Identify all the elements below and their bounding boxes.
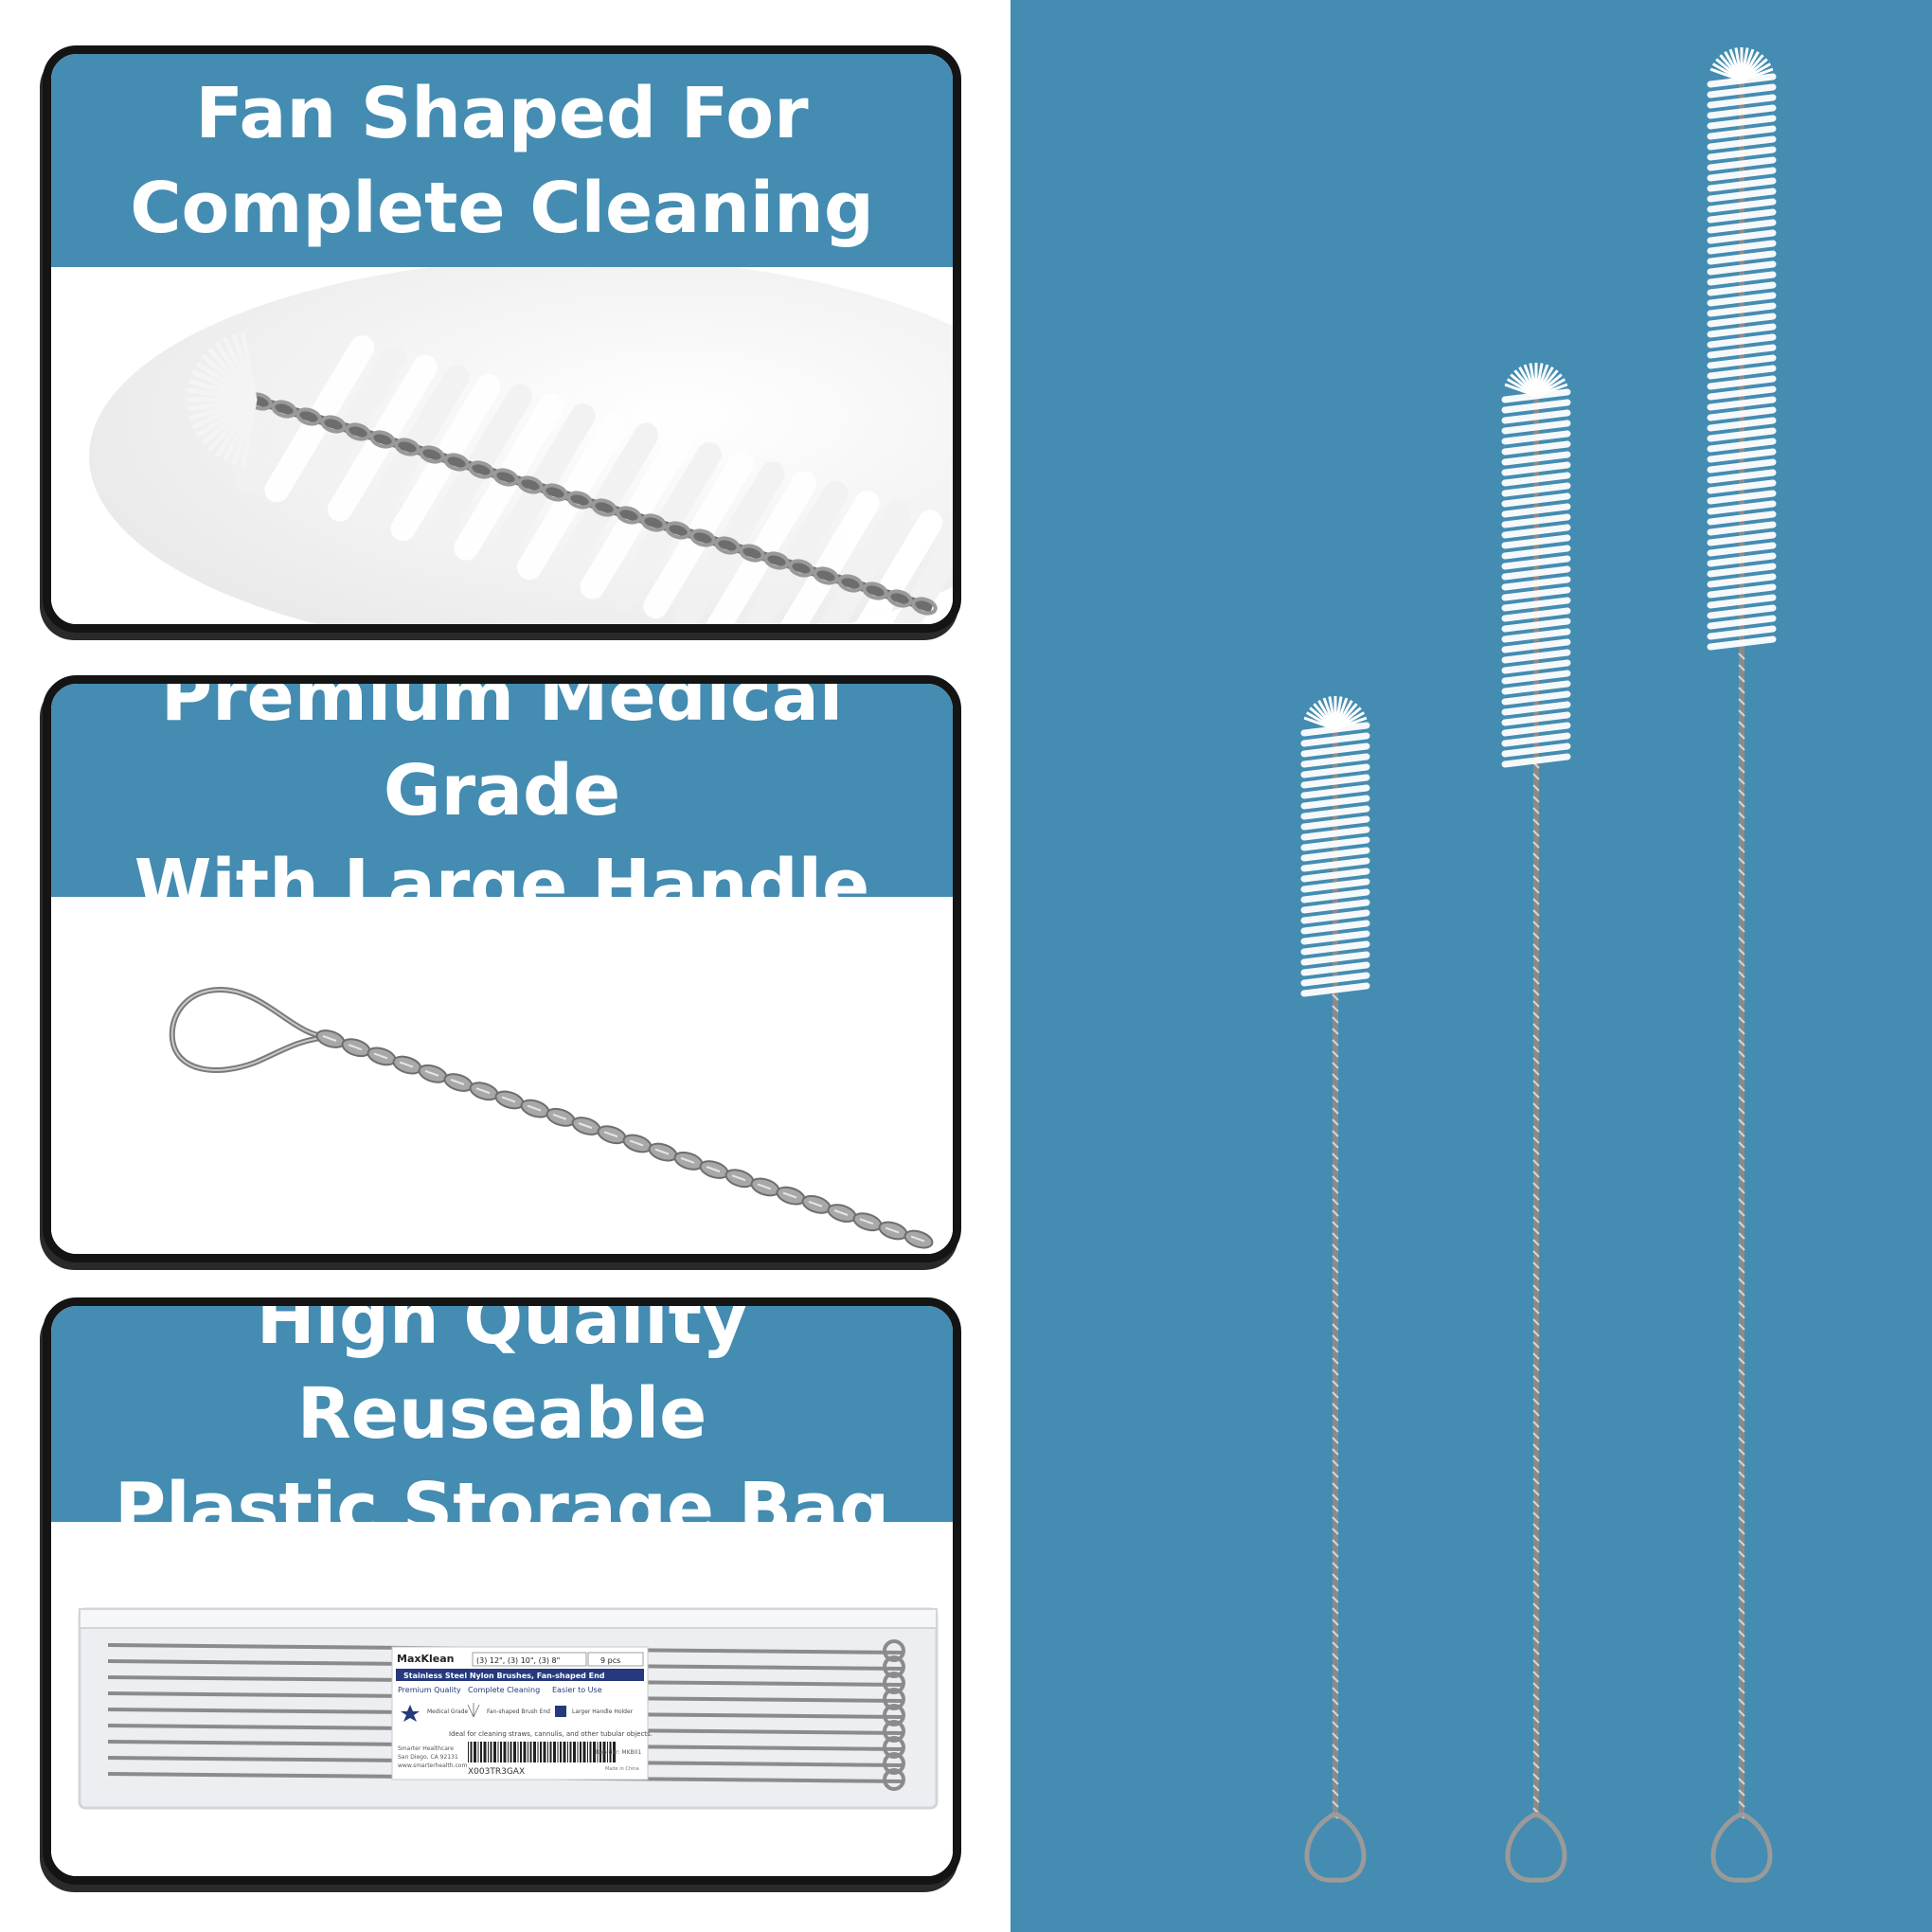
svg-text:Ideal for cleaning straws, can: Ideal for cleaning straws, cannulis, and… — [449, 1730, 653, 1738]
barcode — [468, 1742, 616, 1762]
thumbs-up-icon — [555, 1706, 566, 1717]
svg-text:Made in China: Made in China — [605, 1766, 639, 1772]
feature-column: Fan Shaped For Complete Cleaning — [43, 45, 961, 1885]
svg-text:(3) 12", (3) 10", (3) 8": (3) 12", (3) 10", (3) 8" — [476, 1656, 560, 1665]
svg-text:Premium Quality: Premium Quality — [398, 1686, 461, 1694]
brush-closeup-image — [51, 267, 953, 624]
star-icon — [401, 1705, 420, 1722]
storage-bag-image: MaxKlean (3) 12", (3) 10", (3) 8" 9 pcs … — [51, 1522, 953, 1876]
svg-text:Fan-shaped Brush End: Fan-shaped Brush End — [487, 1708, 550, 1715]
card-header: High Quality Reuseable Plastic Storage B… — [51, 1306, 953, 1549]
card-title-line2: Complete Cleaning — [130, 167, 874, 249]
svg-text:X003TR3GAX: X003TR3GAX — [468, 1767, 525, 1777]
svg-text:Larger Handle Holder: Larger Handle Holder — [572, 1708, 634, 1715]
fan-brush-closeup — [51, 267, 953, 624]
handle-closeup — [51, 897, 953, 1254]
svg-text:Complete Cleaning: Complete Cleaning — [468, 1686, 540, 1694]
card-header: Premium Medical Grade With Large Handle — [51, 684, 953, 926]
feature-card-fan-shaped: Fan Shaped For Complete Cleaning — [43, 45, 961, 633]
feature-card-medical-grade: Premium Medical Grade With Large Handle — [43, 675, 961, 1262]
svg-text:Smarter Healthcare: Smarter Healthcare — [398, 1745, 454, 1752]
feature-card-storage-bag: High Quality Reuseable Plastic Storage B… — [43, 1297, 961, 1885]
handle-closeup-image — [51, 897, 953, 1254]
svg-text:MaxKlean: MaxKlean — [397, 1653, 454, 1665]
svg-text:www.smarterhealth.com: www.smarterhealth.com — [398, 1762, 467, 1769]
card-title-line1: High Quality Reuseable — [256, 1297, 748, 1455]
fan-brush-icon — [467, 1703, 480, 1718]
storage-bag-photo: MaxKlean (3) 12", (3) 10", (3) 8" 9 pcs … — [51, 1522, 953, 1876]
svg-text:Reorder: MKB01: Reorder: MKB01 — [596, 1749, 641, 1756]
svg-text:Medical Grade: Medical Grade — [427, 1708, 468, 1715]
three-brushes-image — [1300, 47, 1777, 1883]
svg-text:Stainless Steel Nylon Brushes,: Stainless Steel Nylon Brushes, Fan-shape… — [403, 1672, 605, 1680]
card-header: Fan Shaped For Complete Cleaning — [51, 54, 953, 267]
svg-text:9 pcs: 9 pcs — [600, 1656, 620, 1665]
svg-text:Easier to Use: Easier to Use — [552, 1686, 602, 1694]
card-title-line1: Premium Medical Grade — [160, 675, 844, 832]
product-display-panel — [1011, 0, 1932, 1932]
card-title-line1: Fan Shaped For — [195, 72, 809, 154]
svg-text:San Diego, CA 92131: San Diego, CA 92131 — [398, 1754, 458, 1761]
product-label: MaxKlean (3) 12", (3) 10", (3) 8" 9 pcs … — [391, 1646, 653, 1780]
